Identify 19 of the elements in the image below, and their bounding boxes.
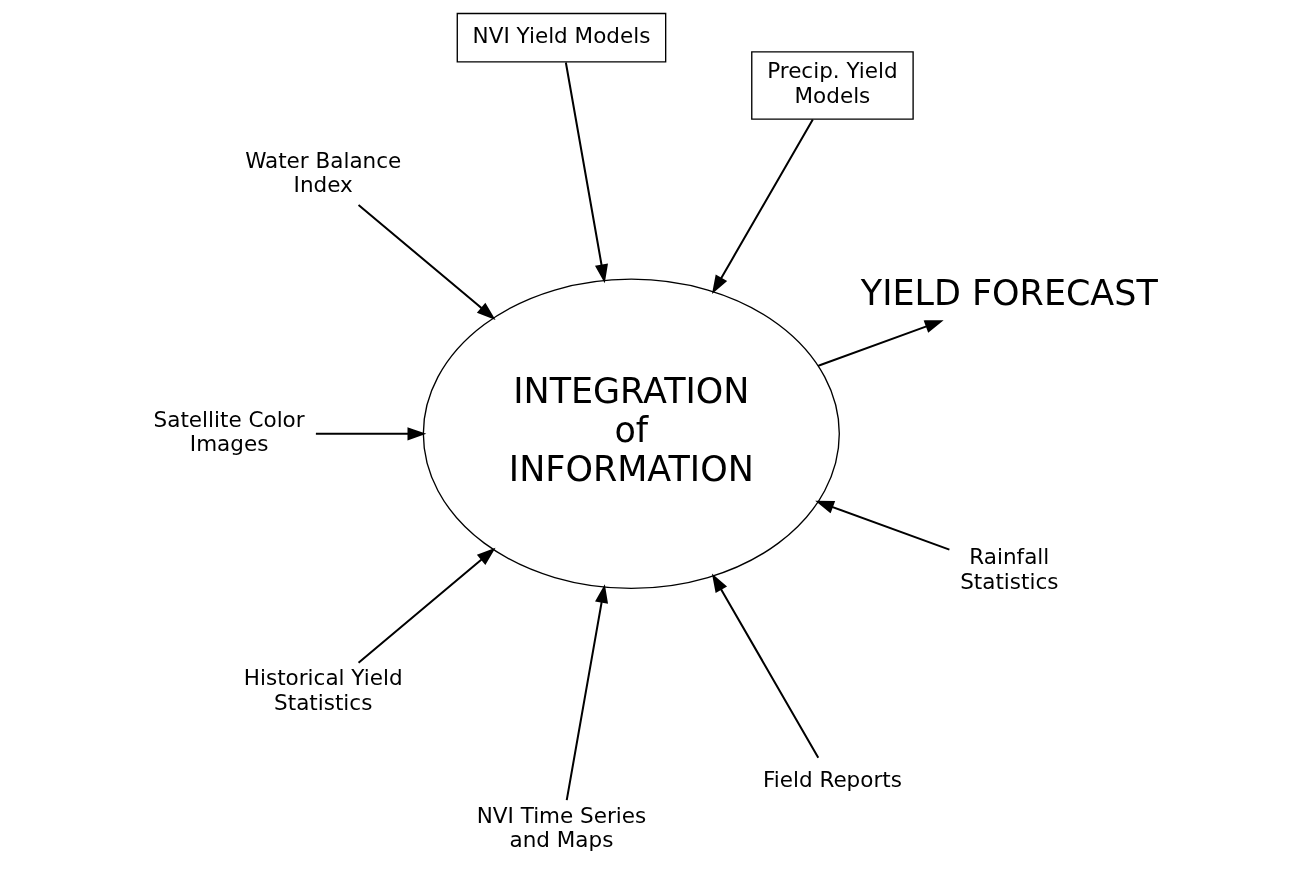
- node-text: Water Balance Index: [245, 148, 402, 198]
- node-text: YIELD FORECAST: [860, 272, 1158, 313]
- arrow: [357, 204, 496, 320]
- node-text: Historical Yield Statistics: [243, 665, 403, 715]
- arrow: [815, 500, 950, 551]
- arrow: [817, 320, 944, 367]
- node-text: Satellite Color Images: [153, 406, 305, 457]
- arrow: [711, 573, 820, 759]
- node-box: Precip. Yield Models: [751, 51, 914, 120]
- node-ellipse: INTEGRATION of INFORMATION: [422, 278, 840, 590]
- arrow: [564, 62, 608, 284]
- arrow: [315, 427, 427, 441]
- arrow: [565, 584, 609, 801]
- node-text: Rainfall Statistics: [960, 544, 1059, 594]
- node-text: NVI Time Series and Maps: [476, 802, 647, 853]
- arrow: [357, 547, 496, 664]
- arrow: [711, 119, 814, 295]
- node-text: Field Reports: [762, 767, 902, 793]
- node-box: NVI Yield Models: [456, 12, 667, 63]
